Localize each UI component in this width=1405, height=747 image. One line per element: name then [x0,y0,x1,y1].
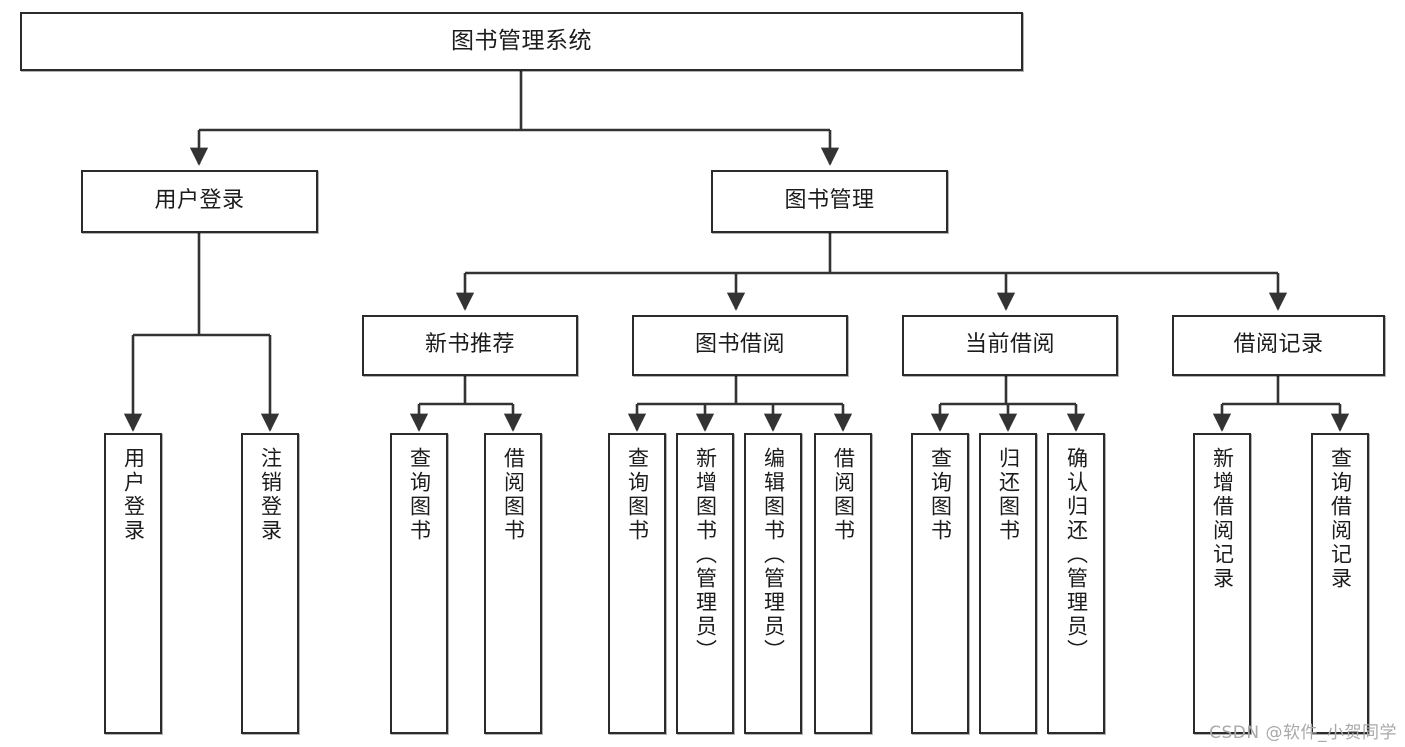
node-leaf-confirm-return-label: 确认归还（管理员） [1064,447,1089,663]
node-current-borrow[interactable]: 当前借阅 [902,315,1118,376]
node-root-label: 图书管理系统 [451,27,592,54]
node-leaf-borrow-book-1[interactable]: 借阅图书 [484,433,542,734]
node-leaf-logout[interactable]: 注销登录 [241,433,299,734]
node-leaf-query-book-1[interactable]: 查询图书 [390,433,448,734]
node-leaf-borrow-book-2[interactable]: 借阅图书 [814,433,872,734]
node-book-manage-label: 图书管理 [784,188,875,214]
node-leaf-user-login[interactable]: 用户登录 [104,433,162,734]
node-current-borrow-label: 当前借阅 [964,332,1055,358]
node-borrow-record-label: 借阅记录 [1233,332,1324,358]
node-leaf-return-book-label: 归还图书 [996,447,1021,543]
node-leaf-query-book-2[interactable]: 查询图书 [608,433,666,734]
node-leaf-confirm-return[interactable]: 确认归还（管理员） [1047,433,1105,734]
node-leaf-query-record-label: 查询借阅记录 [1328,447,1353,591]
node-leaf-edit-book[interactable]: 编辑图书（管理员） [744,433,802,734]
node-leaf-edit-book-label: 编辑图书（管理员） [761,447,786,663]
node-leaf-add-record-label: 新增借阅记录 [1210,447,1235,591]
node-new-book-recommend-label: 新书推荐 [424,332,515,358]
node-leaf-borrow-book-2-label: 借阅图书 [831,447,856,543]
node-root[interactable]: 图书管理系统 [20,12,1023,71]
node-user-login-label: 用户登录 [154,188,245,214]
node-new-book-recommend[interactable]: 新书推荐 [362,315,578,376]
node-leaf-add-record[interactable]: 新增借阅记录 [1193,433,1251,734]
node-leaf-user-login-label: 用户登录 [121,447,146,543]
node-book-borrow[interactable]: 图书借阅 [632,315,848,376]
node-leaf-query-book-2-label: 查询图书 [625,447,650,543]
node-leaf-add-book-label: 新增图书（管理员） [693,447,718,663]
node-leaf-query-book-1-label: 查询图书 [407,447,432,543]
node-book-borrow-label: 图书借阅 [694,332,785,358]
node-borrow-record[interactable]: 借阅记录 [1172,315,1385,376]
node-book-manage[interactable]: 图书管理 [711,170,948,233]
node-leaf-add-book[interactable]: 新增图书（管理员） [676,433,734,734]
node-user-login[interactable]: 用户登录 [81,170,318,233]
node-leaf-logout-label: 注销登录 [258,447,283,543]
node-leaf-query-book-3[interactable]: 查询图书 [911,433,969,734]
node-leaf-return-book[interactable]: 归还图书 [979,433,1037,734]
node-leaf-query-book-3-label: 查询图书 [928,447,953,543]
node-leaf-query-record[interactable]: 查询借阅记录 [1311,433,1369,734]
node-leaf-borrow-book-1-label: 借阅图书 [501,447,526,543]
